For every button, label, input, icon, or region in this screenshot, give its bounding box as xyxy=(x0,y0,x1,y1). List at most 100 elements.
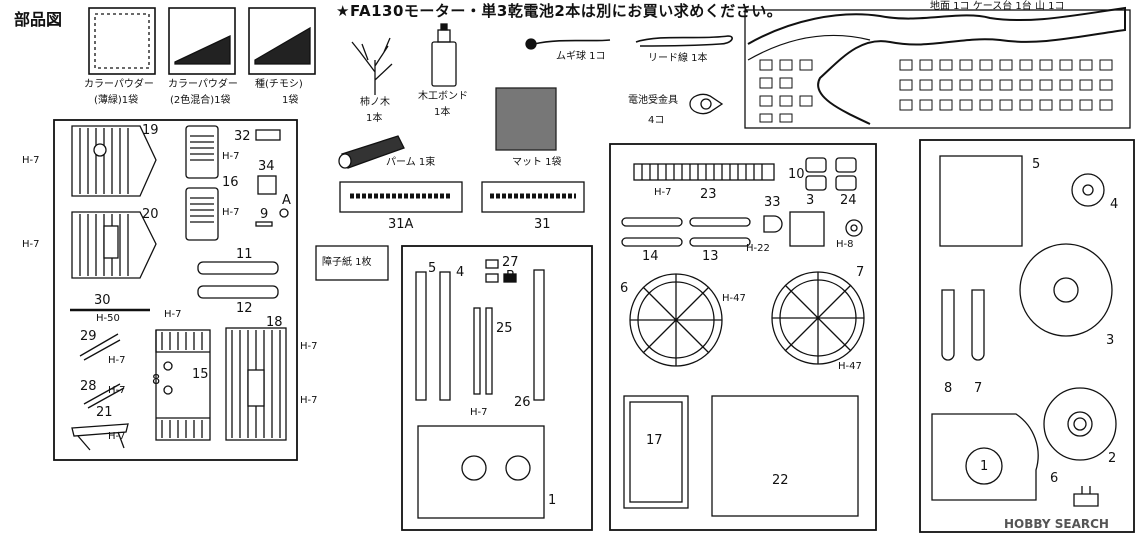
part-7-p4: 7 xyxy=(974,381,983,396)
part-22: 22 xyxy=(772,473,789,488)
hint-h50: H-50 xyxy=(96,313,120,324)
hint-h7-28: H-7 xyxy=(108,385,126,396)
part-B: B xyxy=(506,269,515,284)
runner-frame-1 xyxy=(53,119,298,461)
bulb-label: ムギ球 1コ xyxy=(556,51,606,62)
battery-label-1: 電池受金具 xyxy=(628,95,678,106)
hint-h8: H-8 xyxy=(836,239,854,250)
runner-frame-2 xyxy=(401,245,593,531)
part-9: 9 xyxy=(260,207,269,222)
hint-h7-16b: H-7 xyxy=(222,207,240,218)
motor-battery-notice: ★FA130モーター・単3乾電池2本は別にお買い求めください。 xyxy=(336,2,783,20)
part-4-p4: 4 xyxy=(1110,197,1119,212)
powder-2-line1: カラーパウダー xyxy=(168,79,238,90)
hint-h7-16a: H-7 xyxy=(222,151,240,162)
hint-h7-23: H-7 xyxy=(654,187,672,198)
part-15: 15 xyxy=(192,367,209,382)
tree-label-2: 1本 xyxy=(366,113,383,124)
palm-bundle xyxy=(338,135,405,169)
bond-label-2: 1本 xyxy=(434,107,451,118)
part-8-p4: 8 xyxy=(944,381,953,396)
part-14: 14 xyxy=(642,249,659,264)
seed-line1: 種(チモシ) xyxy=(255,79,303,90)
ground-base xyxy=(744,6,1131,129)
hint-h7-20: H-7 xyxy=(22,239,40,250)
part-25: 25 xyxy=(496,321,513,336)
hint-h7-25: H-7 xyxy=(470,407,488,418)
hint-h7-18a: H-7 xyxy=(300,341,318,352)
part-6-p3: 6 xyxy=(620,281,629,296)
bulb xyxy=(525,38,611,50)
part-19: 19 xyxy=(142,123,159,138)
mat-label: マット 1袋 xyxy=(512,157,562,168)
part-28: 28 xyxy=(80,379,97,394)
hint-h7-29: H-7 xyxy=(108,355,126,366)
hint-h7-18b: H-7 xyxy=(300,395,318,406)
part-1-p2: 1 xyxy=(548,493,557,508)
page-title: 部品図 xyxy=(14,10,63,29)
part-11: 11 xyxy=(236,247,253,262)
part-4-p2: 4 xyxy=(456,265,465,280)
part-1-p4: 1 xyxy=(980,459,989,474)
part-31A: 31A xyxy=(388,217,414,232)
powder-2-line2: (2色混合)1袋 xyxy=(170,95,231,106)
powder-1-line1: カラーパウダー xyxy=(84,79,154,90)
part-33: 33 xyxy=(764,195,781,210)
lead-label: リード線 1本 xyxy=(648,53,708,64)
palm-label: パーム 1束 xyxy=(386,157,436,168)
mat xyxy=(495,87,557,151)
part-26: 26 xyxy=(514,395,531,410)
grass-strips xyxy=(315,181,585,281)
part-2-p4: 2 xyxy=(1108,451,1117,466)
part-29: 29 xyxy=(80,329,97,344)
bond-label-1: 木工ボンド xyxy=(418,91,468,102)
part-5-p2: 5 xyxy=(428,261,437,276)
part-21: 21 xyxy=(96,405,113,420)
hint-h7-21: H-7 xyxy=(108,431,126,442)
part-6-p4: 6 xyxy=(1050,471,1059,486)
powder-bag-light-green xyxy=(88,7,156,75)
part-8-left: 8 xyxy=(152,373,161,388)
part-3-p4: 3 xyxy=(1106,333,1115,348)
runner-frame-3 xyxy=(609,143,877,531)
part-23: 23 xyxy=(700,187,717,202)
part-32: 32 xyxy=(234,129,251,144)
hint-h47-b: H-47 xyxy=(838,361,862,372)
part-12: 12 xyxy=(236,301,253,316)
seed-bag xyxy=(248,7,316,75)
part-27: 27 xyxy=(502,255,519,270)
seed-line2: 1袋 xyxy=(282,95,299,106)
battery-holder xyxy=(689,93,724,115)
part-31: 31 xyxy=(534,217,551,232)
part-10: 10 xyxy=(788,167,805,182)
part-7-p3: 7 xyxy=(856,265,865,280)
hint-h7-19: H-7 xyxy=(22,155,40,166)
part-16: 16 xyxy=(222,175,239,190)
glue-bottle xyxy=(431,23,457,87)
watermark: HOBBY SEARCH xyxy=(1004,517,1109,531)
part-18: 18 xyxy=(266,315,283,330)
battery-label-2: 4コ xyxy=(648,115,665,126)
part-5-p4: 5 xyxy=(1032,157,1041,172)
hint-h22: H-22 xyxy=(746,243,770,254)
lead-wire xyxy=(635,35,733,47)
tree-label-1: 柿ノ木 xyxy=(360,97,390,108)
part-13: 13 xyxy=(702,249,719,264)
hint-h7-15: H-7 xyxy=(164,309,182,320)
part-3-p3: 3 xyxy=(806,193,815,208)
hint-h47-a: H-47 xyxy=(722,293,746,304)
part-17: 17 xyxy=(646,433,663,448)
persimmon-tree xyxy=(351,37,393,95)
shoji-label: 障子紙 1枚 xyxy=(322,257,372,268)
powder-1-line2: (薄緑)1袋 xyxy=(94,95,139,106)
part-20: 20 xyxy=(142,207,159,222)
powder-bag-mixed xyxy=(168,7,236,75)
part-34: 34 xyxy=(258,159,275,174)
runner-frame-4 xyxy=(919,139,1135,533)
part-A: A xyxy=(282,193,291,208)
base-info-label: 地面 1コ ケース台 1台 山 1コ xyxy=(930,1,1065,12)
part-24: 24 xyxy=(840,193,857,208)
part-30: 30 xyxy=(94,293,111,308)
